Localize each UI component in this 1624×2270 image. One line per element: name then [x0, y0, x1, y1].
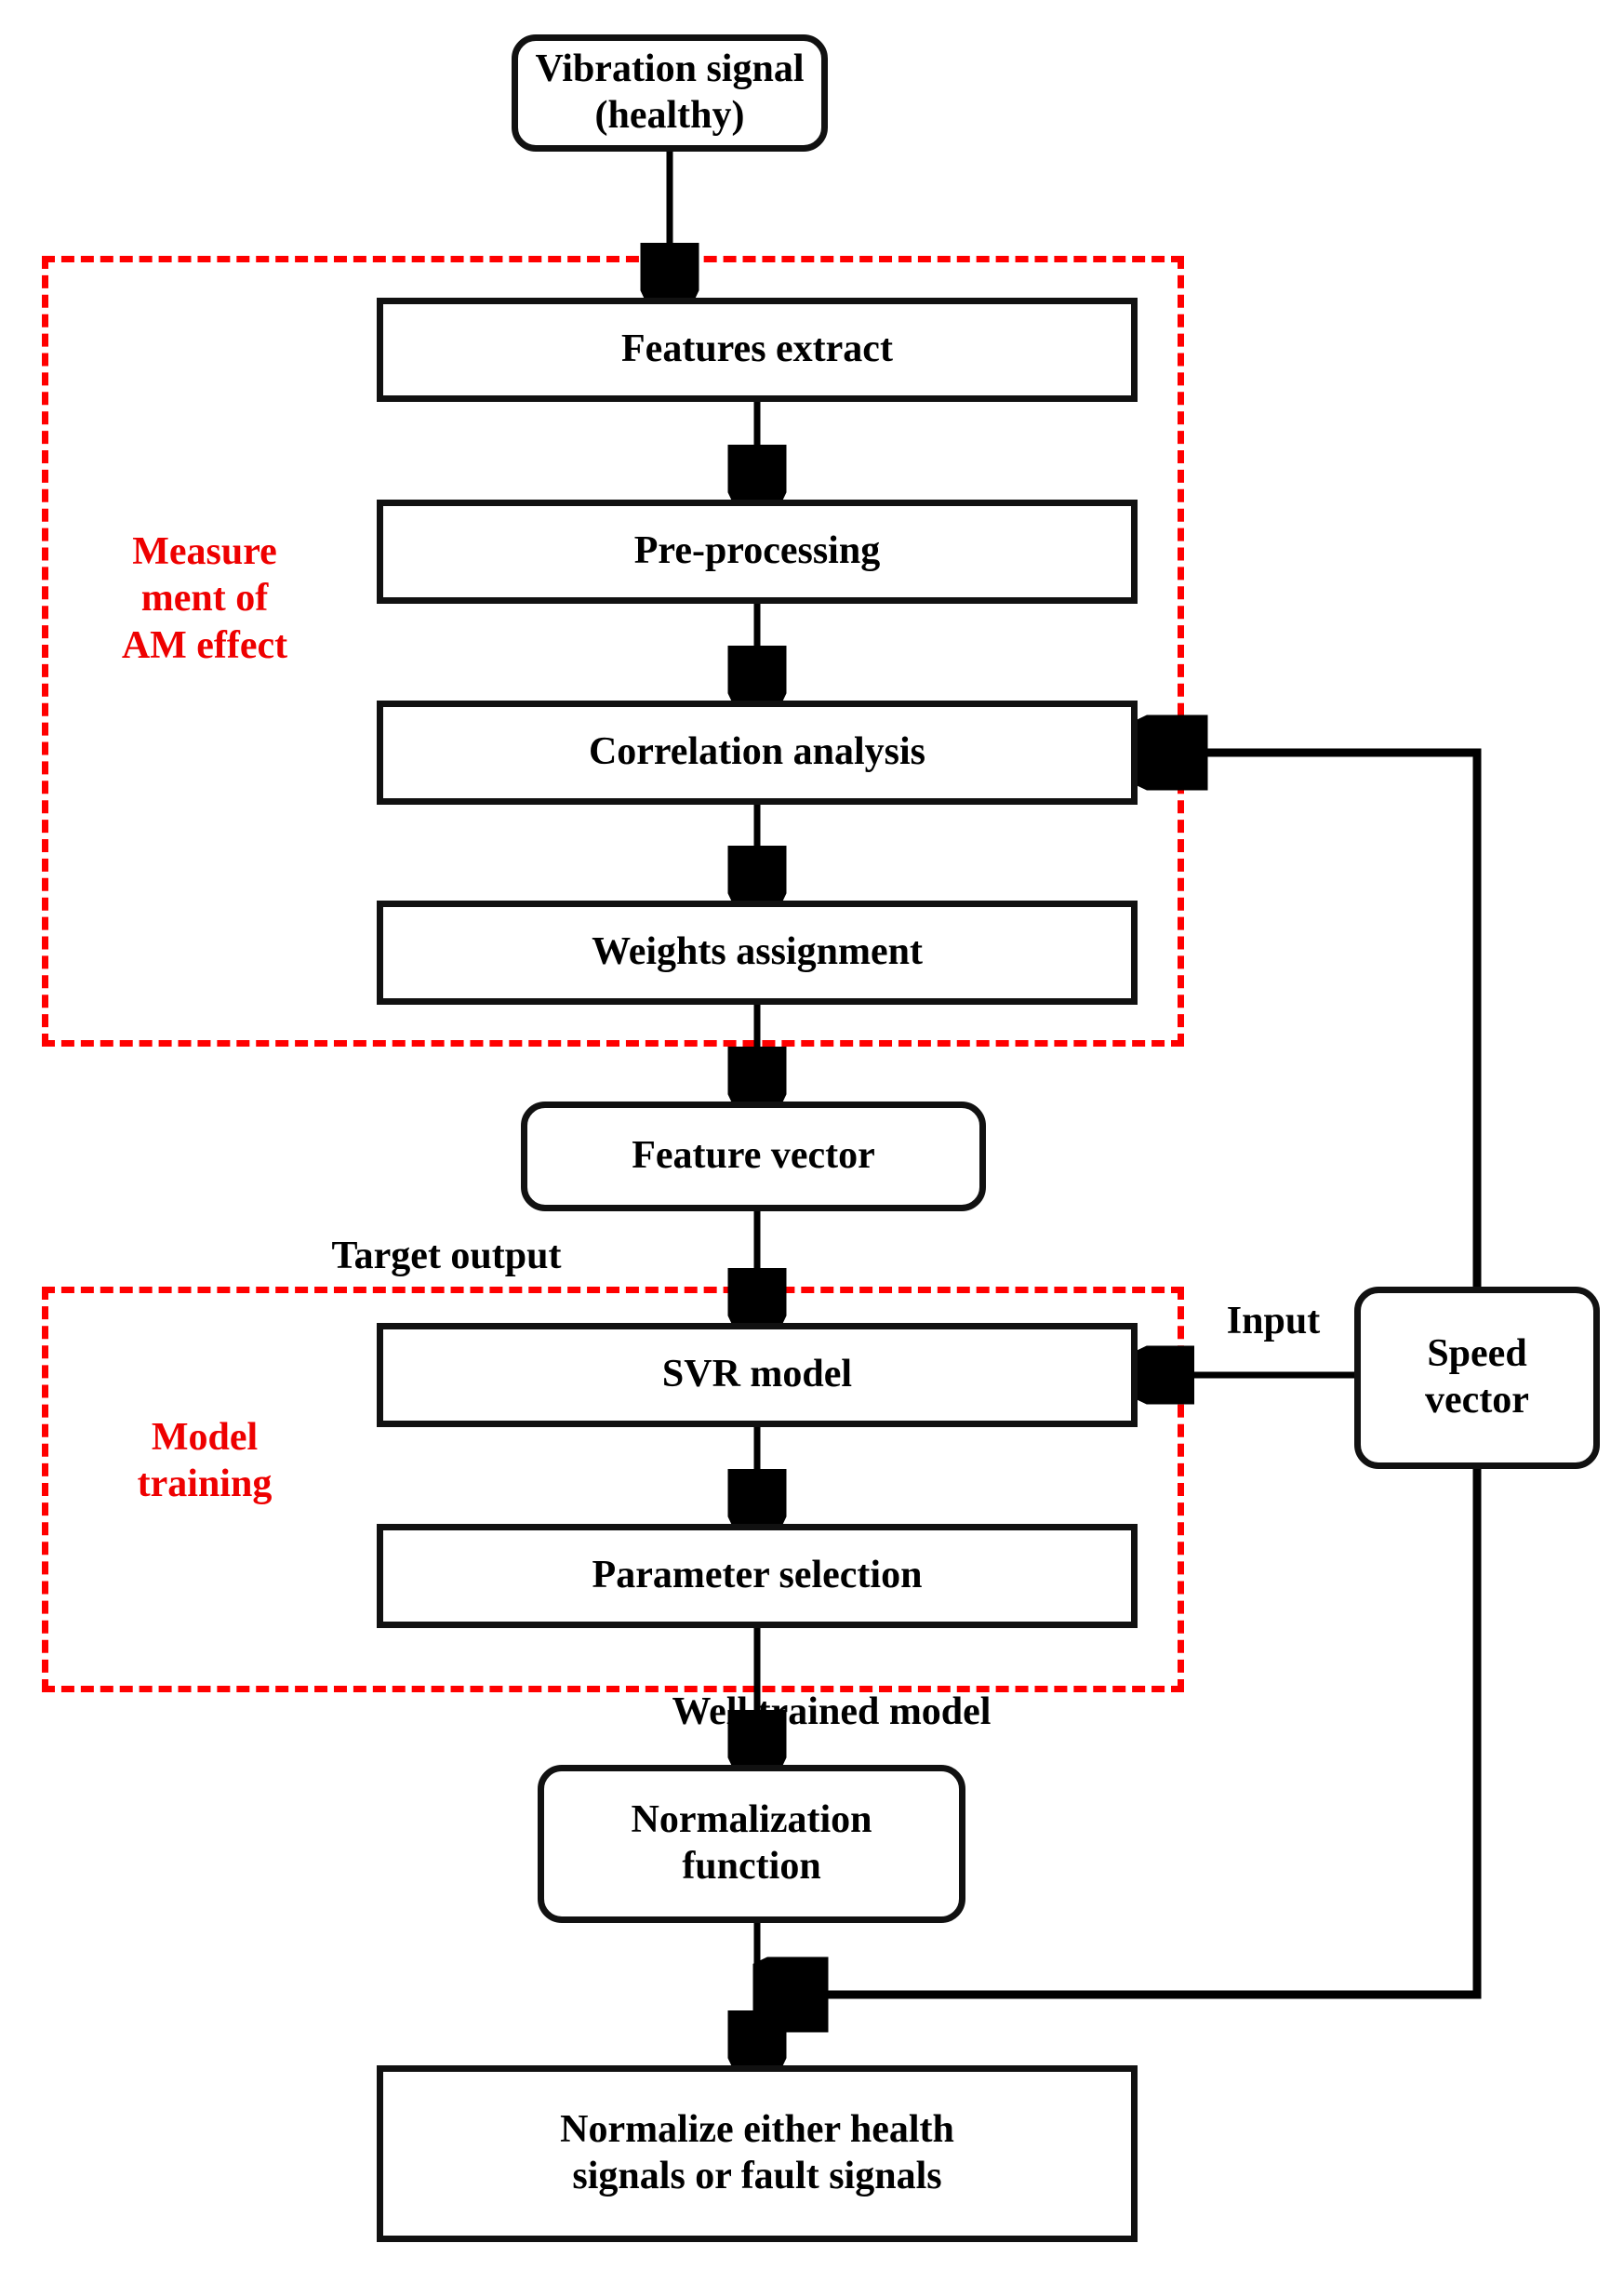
node-weights-assignment[interactable]: Weights assignment: [377, 901, 1138, 1005]
group-box-measurement-of-am-effect: [42, 256, 1184, 1047]
node-label-correlation-analysis: Correlation analysis: [588, 730, 926, 774]
node-label-parameter-selection: Parameter selection: [592, 1554, 923, 1597]
node-normalize-signals[interactable]: Normalize either health signals or fault…: [377, 2065, 1138, 2242]
node-svr-model[interactable]: SVR model: [377, 1323, 1138, 1427]
node-label-pre-processing: Pre-processing: [633, 529, 881, 573]
node-label-speed-vector: Speed vector: [1425, 1332, 1529, 1422]
node-vibration-signal[interactable]: Vibration signal (healthy): [512, 34, 828, 152]
node-pre-processing[interactable]: Pre-processing: [377, 500, 1138, 604]
node-normalization-function[interactable]: Normalization function: [538, 1765, 965, 1923]
edge-label-input: Input: [1226, 1300, 1321, 1342]
node-features-extract[interactable]: Features extract: [377, 298, 1138, 402]
node-label-weights-assignment: Weights assignment: [592, 930, 923, 974]
node-label-features-extract: Features extract: [621, 327, 893, 371]
node-label-vibration-signal: Vibration signal (healthy): [535, 47, 805, 137]
edge-label-target-output: Target output: [331, 1235, 562, 1277]
node-label-normalize-signals: Normalize either health signals or fault…: [560, 2108, 954, 2197]
node-feature-vector[interactable]: Feature vector: [521, 1102, 986, 1211]
group-label-measurement-of-am-effect: Measure ment of AM effect: [121, 530, 288, 667]
connector-speed-to-correlation: [1146, 753, 1482, 1287]
node-speed-vector[interactable]: Speed vector: [1354, 1287, 1600, 1469]
node-label-svr-model: SVR model: [661, 1353, 853, 1396]
node-correlation-analysis[interactable]: Correlation analysis: [377, 701, 1138, 805]
node-label-normalization-function: Normalization function: [631, 1798, 872, 1888]
edge-label-well-trained-model: Well trained model: [672, 1690, 992, 1733]
node-label-feature-vector: Feature vector: [632, 1134, 875, 1178]
group-label-model-training: Model training: [137, 1416, 273, 1506]
node-parameter-selection[interactable]: Parameter selection: [377, 1524, 1138, 1628]
